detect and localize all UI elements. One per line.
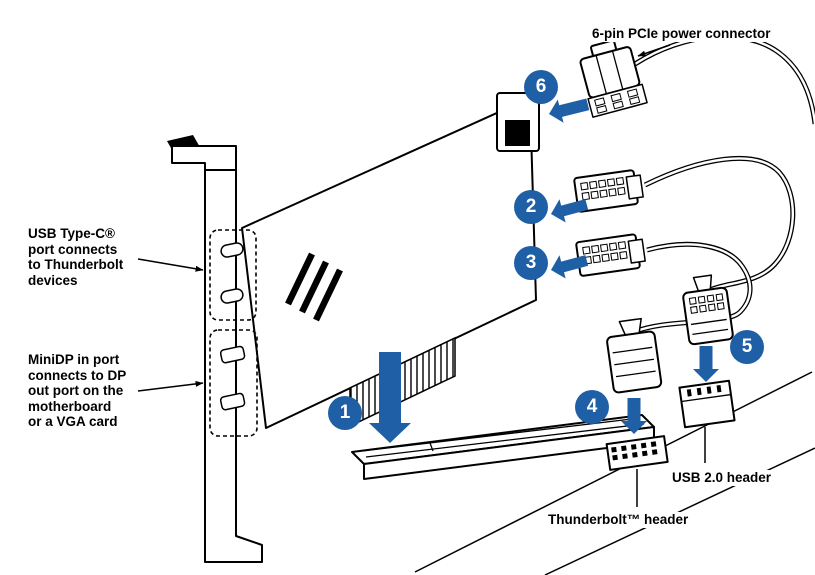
label-usb-type-c-line-3: to Thunderbolt [28, 257, 124, 272]
label-minidp-line-3: out port on the [28, 383, 124, 398]
card-power-socket [496, 92, 540, 152]
card-hash-marks [285, 252, 343, 322]
step-badge-4: 4 [575, 390, 609, 424]
connector-step-2 [573, 169, 644, 213]
usb-c-pointer-arrow [137, 258, 204, 272]
step-6-arrow [549, 98, 590, 123]
minidp-pointer-arrow [137, 380, 204, 392]
pcie-power-connector [579, 39, 648, 118]
usb-c-port-1 [220, 242, 244, 258]
step-2-arrow [551, 199, 589, 223]
usb2-plug [682, 274, 734, 346]
step-4-arrow [621, 398, 647, 434]
label-usb2-header: USB 2.0 header [672, 470, 772, 486]
label-thunderbolt-header: Thunderbolt™ header [548, 512, 689, 528]
label-usb-type-c-line-1: USB Type-C® [28, 226, 115, 241]
usb-c-ports-dashed-box [209, 229, 257, 321]
minidp-port-2 [219, 392, 246, 411]
bracket-strip [204, 169, 263, 563]
step-badge-5: 5 [730, 330, 764, 364]
step-badge-6: 6 [524, 70, 558, 104]
label-minidp: MiniDP in port connects to DP out port o… [28, 352, 127, 430]
label-pcie-power-connector: 6-pin PCIe power connector [592, 26, 771, 42]
label-minidp-line-4: motherboard [28, 398, 112, 414]
thunderbolt-header [605, 435, 669, 471]
pointer-arrows [137, 44, 671, 392]
expansion-card [241, 92, 540, 429]
motherboard-edge-lines [414, 371, 815, 575]
step-badge-1: 1 [328, 396, 362, 430]
label-minidp-line-5: or a VGA card [28, 414, 118, 429]
step-badge-2: 2 [514, 190, 548, 224]
label-usb-type-c-line-4: devices [28, 272, 78, 288]
step-badge-3: 3 [514, 246, 548, 280]
minidp-port-1 [219, 345, 246, 364]
usb-c-port-2 [220, 288, 244, 304]
label-usb-type-c-line-2: port connects [28, 241, 118, 257]
step-arrows [369, 98, 719, 443]
usb2-header [678, 379, 736, 429]
card-body [241, 97, 537, 429]
label-minidp-line-1: MiniDP in port [28, 352, 120, 367]
pcie-power-pointer-arrow [637, 44, 671, 57]
step-3-arrow [551, 255, 589, 279]
minidp-ports-dashed-box [209, 329, 258, 437]
label-usb-type-c: USB Type-C® port connects to Thunderbolt… [28, 226, 124, 288]
step-1-arrow [369, 352, 411, 443]
usb-cable [643, 155, 796, 293]
power-cable [633, 34, 815, 125]
step-5-arrow [693, 346, 719, 382]
bracket-tab [171, 145, 237, 171]
label-minidp-line-2: connects to DP [28, 367, 127, 383]
connector-step-3 [575, 233, 646, 277]
pci-bracket [167, 135, 263, 563]
thunderbolt-plug [606, 317, 663, 394]
